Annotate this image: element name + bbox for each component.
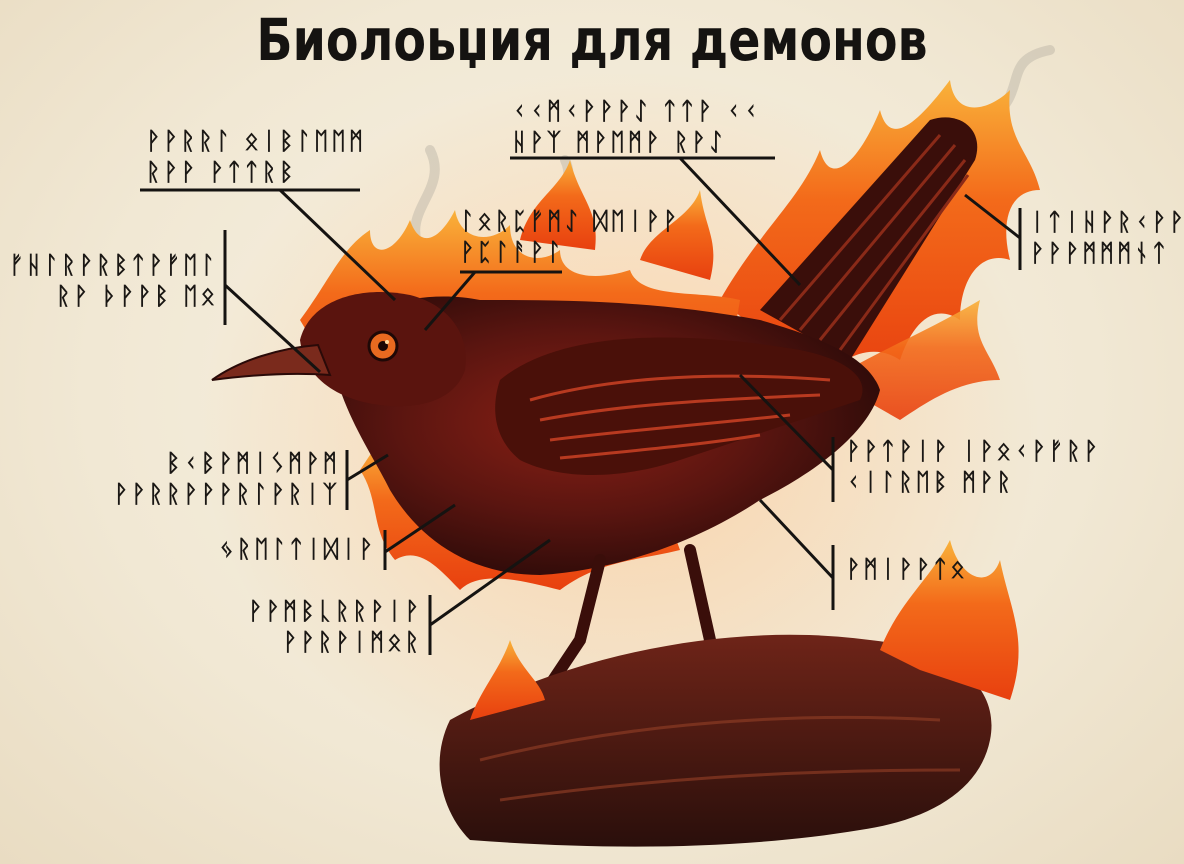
label-throat-line1: ᛒᚲᛒᚹᛗᛁᛊᛗᚹᛗ <box>166 449 340 477</box>
label-head-line1: ᚹᚹᚱᚱᛚ ᛟᛁᛒᛚᛖᛖᛗ <box>146 127 367 155</box>
page-title: Биолоьџия для демонов <box>256 6 928 74</box>
label-belly-line1: ᚹᚹᛗᛒᚳᚱᚱᚹᛁᚹ <box>248 597 422 625</box>
leader-lines <box>140 156 1022 655</box>
label-beak-line2: ᚱᚹ ᚦᚹᚹᛒ ᛖᛟ <box>56 282 218 310</box>
label-tail-tip-line2: ᚹᚹᚹᛗᛗᛗᚾᛏ <box>1030 239 1170 267</box>
label-head: ᚹᚹᚱᚱᛚ ᛟᛁᛒᛚᛖᛖᛗ ᚱᚹᚹ ᚹᛏᛏᚱᛒ <box>146 126 366 188</box>
label-beak: ᚠᚺᛚᚱᚹᚱᛒᛏᚹᚠᛖᛚ ᚱᚹ ᚦᚹᚹᛒ ᛖᛟ <box>9 250 218 312</box>
label-wing: ᚹᚹᛏᚹᛁᚹ ᛁᚹᛟᚲᚹᚠᚱᚹ ᚲᛁᛚᚱᛖᛒ ᛗᚹᚱ <box>846 436 1101 498</box>
burning-log <box>439 540 1019 847</box>
label-belly-line2: ᚹᚹᚱᚹᛁᛗᛟᚱ <box>282 628 422 656</box>
label-head-line2: ᚱᚹᚹ ᚹᛏᛏᚱᛒ <box>146 158 297 186</box>
label-belly: ᚹᚹᛗᛒᚳᚱᚱᚹᛁᚹ ᚹᚹᚱᚹᛁᛗᛟᚱ <box>248 596 422 658</box>
label-wing-line2: ᚲᛁᛚᚱᛖᛒ ᛗᚹᚱ <box>846 468 1014 496</box>
tail-feathers <box>760 117 978 360</box>
label-tail-tip: ᛁᛏᛁᚺᚹᚱᚲᚹᚹ ᚹᚹᚹᛗᛗᛗᚾᛏ <box>1030 207 1184 269</box>
label-tail: ᚲᚲᛗᚲᚹᚹᚹᛇ ᛏᛏᚹ ᚲᚲ ᚺᚹᛉ ᛗᚹᛖᛗᚹ ᚱᚹᛇ <box>512 96 761 158</box>
label-throat-line2: ᚹᚹᚱᚱᚹᚹᚹᚱᛚᚹᚱᛁᛉ <box>113 480 340 508</box>
label-throat: ᛒᚲᛒᚹᛗᛁᛊᛗᚹᛗ ᚹᚹᚱᚱᚹᚹᚹᚱᛚᚹᚱᛁᛉ <box>114 448 340 510</box>
label-wing-line1: ᚹᚹᛏᚹᛁᚹ ᛁᚹᛟᚲᚹᚠᚱᚹ <box>846 437 1101 465</box>
label-leg: ᚹᛗᛁᚹᚹᛏᛟ <box>846 554 968 585</box>
label-tail-line2: ᚺᚹᛉ ᛗᚹᛖᛗᚹ ᚱᚹᛇ <box>512 128 727 156</box>
label-crest: ᛚᛟᚱᛈᚠᛗᛇ ᛞᛖᛁᚹᚹ ᚹᛈᛚᚨᚹᛚ <box>460 206 680 268</box>
label-leg-line1: ᚹᛗᛁᚹᚹᛏᛟ <box>846 555 968 583</box>
label-crest-line2: ᚹᛈᛚᚨᚹᛚ <box>460 238 565 266</box>
label-tail-line1: ᚲᚲᛗᚲᚹᚹᚹᛇ ᛏᛏᚹ ᚲᚲ <box>512 97 761 125</box>
label-beak-line1: ᚠᚺᛚᚱᚹᚱᛒᛏᚹᚠᛖᛚ <box>9 251 218 279</box>
label-breast-line1: ᛃᚱᛖᛚᛏᛁᛞᛁᚹ <box>219 535 376 563</box>
bird-wing <box>495 337 863 475</box>
label-crest-line1: ᛚᛟᚱᛈᚠᛗᛇ ᛞᛖᛁᚹᚹ <box>460 207 681 235</box>
label-breast: ᛃᚱᛖᛚᛏᛁᛞᛁᚹ <box>219 534 376 565</box>
label-tail-tip-line1: ᛁᛏᛁᚺᚹᚱᚲᚹᚹ <box>1030 208 1184 236</box>
